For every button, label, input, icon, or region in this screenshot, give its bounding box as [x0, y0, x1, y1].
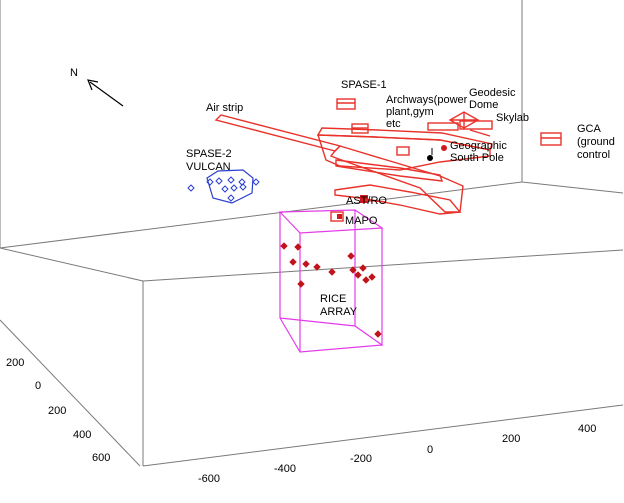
rice-antenna-marker	[362, 276, 370, 284]
label-pole-2: South Pole	[450, 152, 504, 164]
rice-antenna-marker	[354, 271, 362, 279]
tick-bottom-5: 400	[578, 423, 596, 435]
building-archways	[351, 123, 369, 134]
rice-antenna-marker	[328, 268, 336, 276]
label-astro: AST/RO	[346, 195, 387, 207]
building-spase1	[336, 98, 356, 110]
spase2-detector-marker	[238, 178, 246, 186]
axis-bottom: -600 -400 -200 0 200 400	[198, 423, 596, 485]
rice-antenna-marker	[294, 243, 302, 251]
rice-array-box	[278, 209, 384, 353]
label-rice-2: ARRAY	[320, 306, 358, 318]
tick-depth-0: 200	[6, 357, 24, 369]
air-strip	[214, 114, 493, 215]
rice-antenna-marker	[347, 252, 355, 260]
label-spase2-1: SPASE-2	[186, 148, 232, 160]
tick-bottom-0: -600	[198, 473, 220, 485]
rice-antenna-marker	[349, 266, 357, 274]
rice-antenna-marker	[313, 263, 321, 271]
label-rice-1: RICE	[320, 293, 346, 305]
tick-bottom-3: 0	[427, 444, 433, 456]
label-geodesic-2: Dome	[469, 99, 498, 111]
rice-antenna-marker	[280, 242, 288, 250]
tick-depth-4: 600	[92, 452, 110, 464]
rice-antenna-marker	[297, 280, 305, 288]
tick-bottom-1: -400	[274, 463, 296, 475]
spase2-detector-marker	[239, 183, 247, 191]
label-gca-2: (ground	[577, 136, 615, 148]
label-archways-3: etc	[386, 118, 401, 130]
building-gca	[540, 132, 562, 146]
building-astro	[360, 195, 386, 203]
north-label: N	[70, 67, 78, 79]
tick-bottom-4: 200	[502, 433, 520, 445]
spase2-detector-marker	[227, 176, 235, 184]
bounding-box	[0, 0, 624, 467]
label-spase2-2: VULCAN	[186, 161, 231, 173]
building-mapo	[330, 211, 344, 222]
label-gca-1: GCA	[577, 123, 602, 135]
label-archways-1: Archways(power	[386, 94, 468, 106]
rice-antenna-marker	[368, 273, 376, 281]
building-geodesic-dome	[448, 111, 480, 129]
building-skylab	[427, 120, 493, 137]
spase2-array	[187, 169, 260, 204]
spase2-detector-marker	[221, 185, 229, 193]
spase2-detector-marker	[227, 194, 235, 202]
building-small-pole	[396, 146, 410, 156]
spase2-detector-marker	[187, 184, 195, 192]
label-geodesic-1: Geodesic	[469, 87, 516, 99]
axis-depth: 200 0 200 400 600	[0, 319, 141, 467]
spase2-detector-marker	[252, 178, 260, 186]
label-skylab: Skylab	[496, 112, 529, 124]
label-archways-2: plant,gym	[386, 106, 434, 118]
north-arrow: N	[70, 67, 124, 107]
label-air-strip: Air strip	[206, 102, 243, 114]
label-mapo: MAPO	[345, 215, 378, 227]
tick-depth-2: 200	[48, 405, 66, 417]
label-spase1: SPASE-1	[341, 79, 387, 91]
spase2-detector-marker	[206, 178, 214, 186]
spase2-detector-marker	[215, 177, 223, 185]
tick-depth-3: 400	[73, 429, 91, 441]
label-gca-3: control	[577, 149, 610, 161]
label-pole-1: Geographic	[450, 140, 507, 152]
spase2-detector-marker	[230, 184, 238, 192]
rice-antenna-marker	[374, 330, 382, 338]
geographic-south-pole-marker	[427, 145, 447, 161]
tick-depth-1: 0	[35, 380, 41, 392]
rice-antenna-marker	[289, 258, 297, 266]
rice-antenna-marker	[302, 260, 310, 268]
tick-bottom-2: -200	[350, 453, 372, 465]
rice-antenna-marker	[359, 264, 367, 272]
